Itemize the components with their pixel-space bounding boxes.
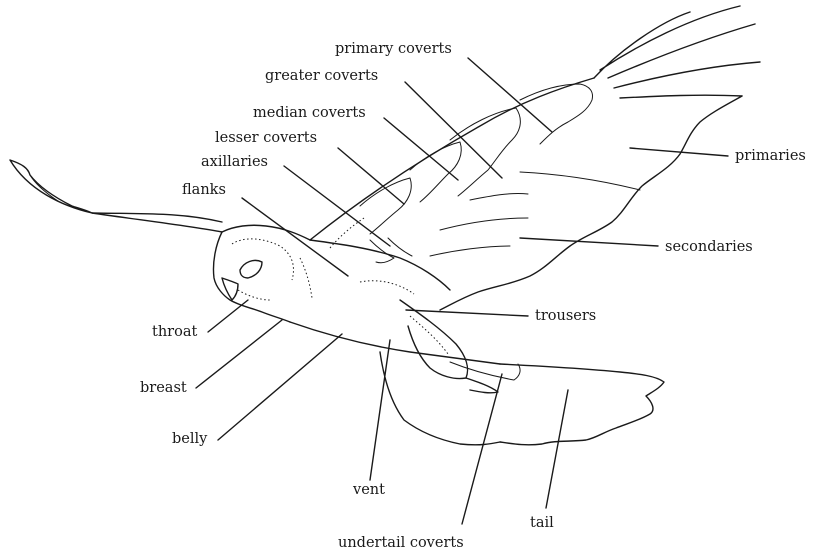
leader-flanks [242, 198, 348, 276]
throat-dotted-line [238, 290, 270, 300]
label-lesser-coverts: lesser coverts [215, 130, 317, 146]
leader-trousers [406, 310, 528, 316]
axillaries-tuft [370, 238, 412, 263]
leader-median-coverts [384, 118, 458, 180]
tail-outline [500, 364, 664, 445]
label-primary-coverts: primary coverts [335, 41, 452, 57]
breast-dotted-line [300, 258, 312, 298]
secondaries-scallops [430, 193, 528, 256]
leader-lines [196, 58, 728, 524]
lesser-coverts-scallops [360, 178, 411, 234]
label-axillaries: axillaries [201, 154, 268, 170]
label-undertail-coverts: undertail coverts [338, 535, 464, 551]
leader-vent [370, 340, 390, 480]
near-wing-trailing-edge [440, 96, 742, 310]
primary-secondary-divider [520, 172, 640, 190]
flank-dotted-line [360, 281, 414, 294]
greater-coverts-scallops [450, 108, 520, 196]
label-median-coverts: median coverts [253, 105, 366, 121]
label-greater-coverts: greater coverts [265, 68, 378, 84]
leader-throat [208, 300, 248, 332]
far-wing-lower-edge [92, 213, 222, 222]
leader-breast [196, 320, 282, 388]
median-coverts-scallops [410, 142, 461, 202]
label-breast: breast [140, 380, 187, 396]
leader-lesser-coverts [338, 148, 404, 204]
leader-greater-coverts [405, 82, 502, 178]
beak [222, 278, 238, 300]
eye-patch [240, 260, 262, 278]
body-belly-outline [290, 322, 500, 364]
leader-secondaries [520, 238, 658, 246]
label-primaries: primaries [735, 148, 806, 164]
near-wing-primaries-outline [594, 6, 760, 98]
label-trousers: trousers [535, 308, 596, 324]
label-throat: throat [152, 324, 197, 340]
label-vent: vent [352, 482, 385, 498]
leader-belly [218, 334, 342, 440]
feet [466, 378, 498, 393]
label-tail: tail [530, 515, 554, 531]
label-secondaries: secondaries [665, 239, 753, 255]
near-wing-leading-edge [310, 78, 594, 240]
label-belly: belly [172, 431, 208, 447]
leader-primary-coverts [468, 58, 552, 132]
undertail-line [380, 352, 500, 445]
label-flanks: flanks [182, 182, 226, 198]
leader-tail [546, 390, 568, 508]
leader-undertail-coverts [462, 374, 502, 524]
